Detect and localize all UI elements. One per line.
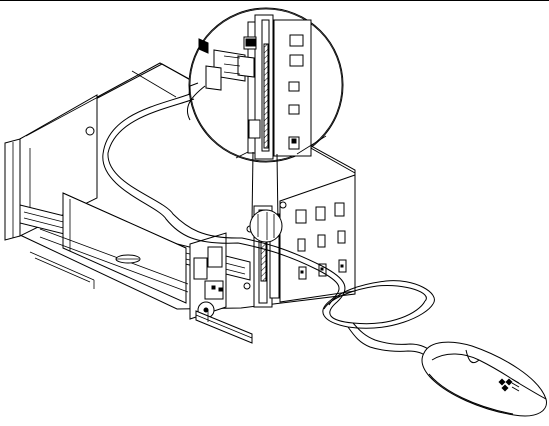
sun-logo-icon: [498, 378, 520, 392]
detail-callout: [186, 7, 344, 163]
usb-cable: [102, 93, 435, 358]
mouse: [421, 341, 547, 417]
usb-symbol-icon: [198, 38, 209, 54]
zoom-connector-lines: [249, 151, 283, 243]
top-rule: [0, 0, 549, 1]
